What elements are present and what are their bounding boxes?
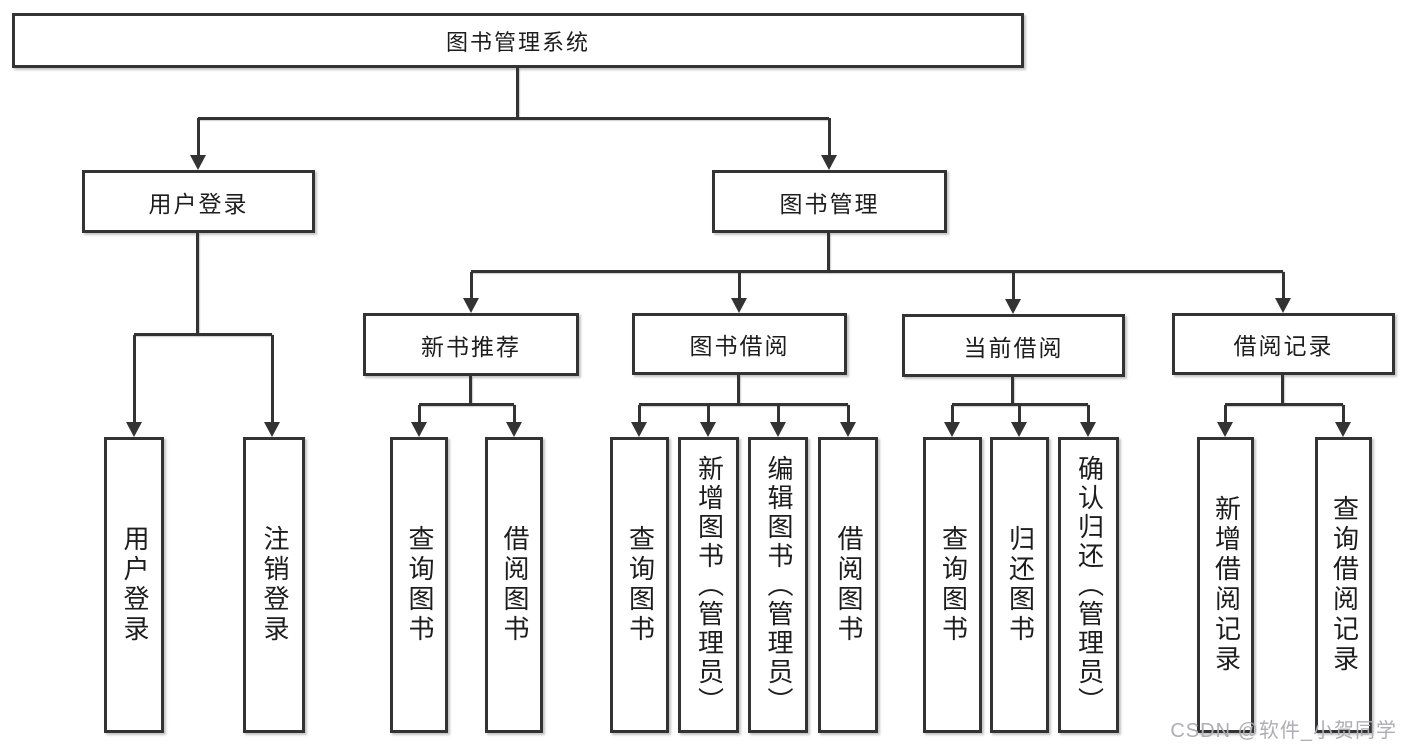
connector-arrow xyxy=(1011,405,1027,437)
node-current-borrow-label: 当前借阅 xyxy=(963,335,1064,361)
leaf-confirm-return-admin-label: 确认归还（管理员） xyxy=(1074,454,1104,716)
connector-arrow xyxy=(631,405,647,437)
connector-arrow xyxy=(731,272,747,313)
leaf-query-books-current: 查询图书 xyxy=(923,437,982,733)
node-user-login: 用户登录 xyxy=(82,170,315,233)
leaf-borrow-books-recommend-label: 借阅图书 xyxy=(500,525,529,645)
connector-vline xyxy=(737,375,740,405)
leaf-query-books-recommend: 查询图书 xyxy=(390,437,448,733)
node-book-borrow-label: 图书借阅 xyxy=(689,334,790,359)
connector-arrow xyxy=(944,405,960,437)
leaf-user-login: 用户登录 xyxy=(104,437,164,733)
connector-arrow xyxy=(190,118,206,170)
leaf-logout: 注销登录 xyxy=(243,437,305,733)
connector-hline xyxy=(198,117,829,120)
connector-arrow xyxy=(506,405,522,437)
leaf-add-borrow-record-label: 新增借阅记录 xyxy=(1211,495,1241,675)
connector-arrow xyxy=(1080,405,1096,437)
leaf-query-books-borrow-label: 查询图书 xyxy=(625,525,655,645)
connector-arrow xyxy=(770,405,786,437)
connector-arrow xyxy=(1275,272,1291,313)
node-book-management: 图书管理 xyxy=(712,170,947,233)
leaf-return-books-label: 归还图书 xyxy=(1005,525,1035,645)
connector-hline xyxy=(471,270,1283,273)
leaf-add-borrow-record: 新增借阅记录 xyxy=(1197,437,1254,733)
leaf-borrow-books-label: 借阅图书 xyxy=(834,525,863,645)
leaf-borrow-books-recommend: 借阅图书 xyxy=(485,437,543,733)
connector-arrow xyxy=(1005,272,1021,314)
connector-vline xyxy=(516,68,519,118)
leaf-query-borrow-record-label: 查询借阅记录 xyxy=(1329,495,1359,675)
node-book-borrow: 图书借阅 xyxy=(632,313,847,375)
connector-vline xyxy=(1281,375,1284,405)
connector-arrow xyxy=(411,405,427,437)
node-borrow-records: 借阅记录 xyxy=(1172,313,1395,375)
connector-hline xyxy=(639,403,848,406)
node-new-book-recommend-label: 新书推荐 xyxy=(421,334,521,360)
leaf-query-books-recommend-label: 查询图书 xyxy=(405,525,434,645)
node-user-login-label: 用户登录 xyxy=(148,191,249,217)
leaf-query-borrow-record: 查询借阅记录 xyxy=(1315,437,1372,733)
connector-arrow xyxy=(840,405,856,437)
leaf-confirm-return-admin: 确认归还（管理员） xyxy=(1058,437,1119,733)
leaf-query-books-borrow: 查询图书 xyxy=(610,437,669,733)
leaf-borrow-books: 借阅图书 xyxy=(818,437,878,733)
node-book-management-label: 图书管理 xyxy=(779,191,880,217)
leaf-user-login-label: 用户登录 xyxy=(120,525,149,645)
connector-vline xyxy=(827,233,830,272)
leaf-logout-label: 注销登录 xyxy=(260,525,289,645)
connector-hline xyxy=(419,403,514,406)
connector-arrow xyxy=(1335,405,1351,437)
node-new-book-recommend: 新书推荐 xyxy=(363,313,579,376)
connector-arrow xyxy=(1217,405,1233,437)
csdn-watermark: CSDN @软件_小贺同学 xyxy=(1170,720,1397,742)
leaf-return-books: 归还图书 xyxy=(990,437,1049,733)
connector-arrow xyxy=(126,335,142,437)
connector-hline xyxy=(952,403,1088,406)
leaf-query-books-current-label: 查询图书 xyxy=(938,525,968,645)
connector-arrow xyxy=(700,405,716,437)
leaf-edit-books-admin: 编辑图书（管理员） xyxy=(748,437,808,733)
node-borrow-records-label: 借阅记录 xyxy=(1233,334,1334,359)
connector-vline xyxy=(1011,377,1014,405)
connector-arrow xyxy=(463,272,479,313)
leaf-add-books-admin-label: 新增图书（管理员） xyxy=(694,454,724,716)
leaf-edit-books-admin-label: 编辑图书（管理员） xyxy=(764,454,793,716)
connector-hline xyxy=(134,333,272,336)
node-current-borrow: 当前借阅 xyxy=(902,314,1125,377)
leaf-add-books-admin: 新增图书（管理员） xyxy=(678,437,739,733)
connector-hline xyxy=(1225,403,1343,406)
connector-vline xyxy=(196,233,199,335)
node-root: 图书管理系统 xyxy=(12,13,1024,68)
node-root-label: 图书管理系统 xyxy=(445,29,590,55)
connector-arrow xyxy=(264,335,280,437)
connector-vline xyxy=(469,376,472,405)
connector-arrow xyxy=(821,118,837,170)
